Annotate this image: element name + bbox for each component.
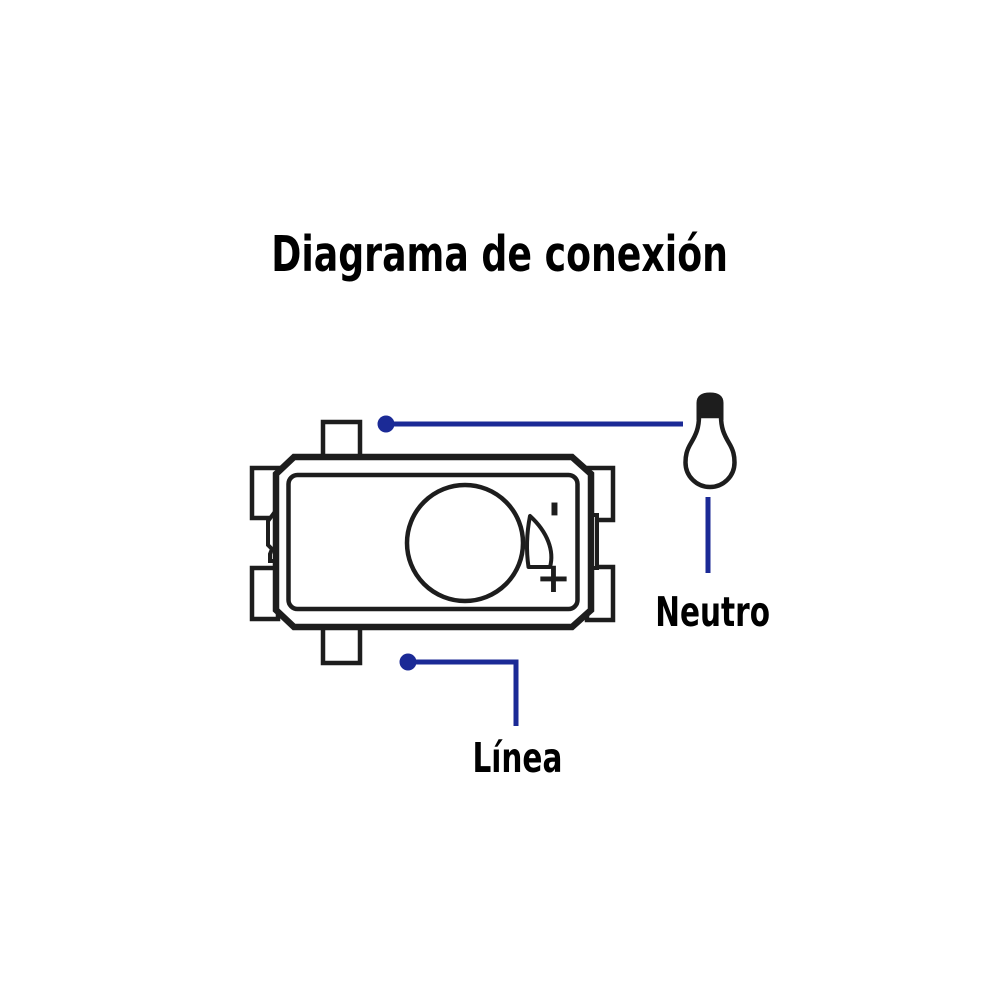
line-terminal-dot bbox=[399, 653, 417, 671]
neutral-label: Neutro bbox=[593, 588, 833, 636]
page-title-text: Diagrama de conexión bbox=[271, 226, 729, 283]
bulb-glass bbox=[683, 413, 737, 490]
dimmer-knob bbox=[404, 482, 526, 604]
light-bulb-icon bbox=[683, 392, 737, 490]
line-label-text: Línea bbox=[472, 734, 562, 782]
wiring bbox=[377, 415, 711, 726]
minus-symbol: - bbox=[533, 500, 582, 517]
bulb-base bbox=[696, 392, 724, 420]
line-wire bbox=[408, 659, 519, 726]
rotation-arrow-icon bbox=[524, 514, 554, 569]
neutral-label-text: Neutro bbox=[655, 588, 771, 636]
line-label: Línea bbox=[397, 734, 637, 782]
page-title: Diagrama de conexión bbox=[0, 228, 1000, 282]
neutral-terminal-dot bbox=[377, 415, 395, 433]
plus-symbol: + bbox=[536, 553, 571, 602]
dimmer-switch: - + bbox=[249, 419, 616, 666]
